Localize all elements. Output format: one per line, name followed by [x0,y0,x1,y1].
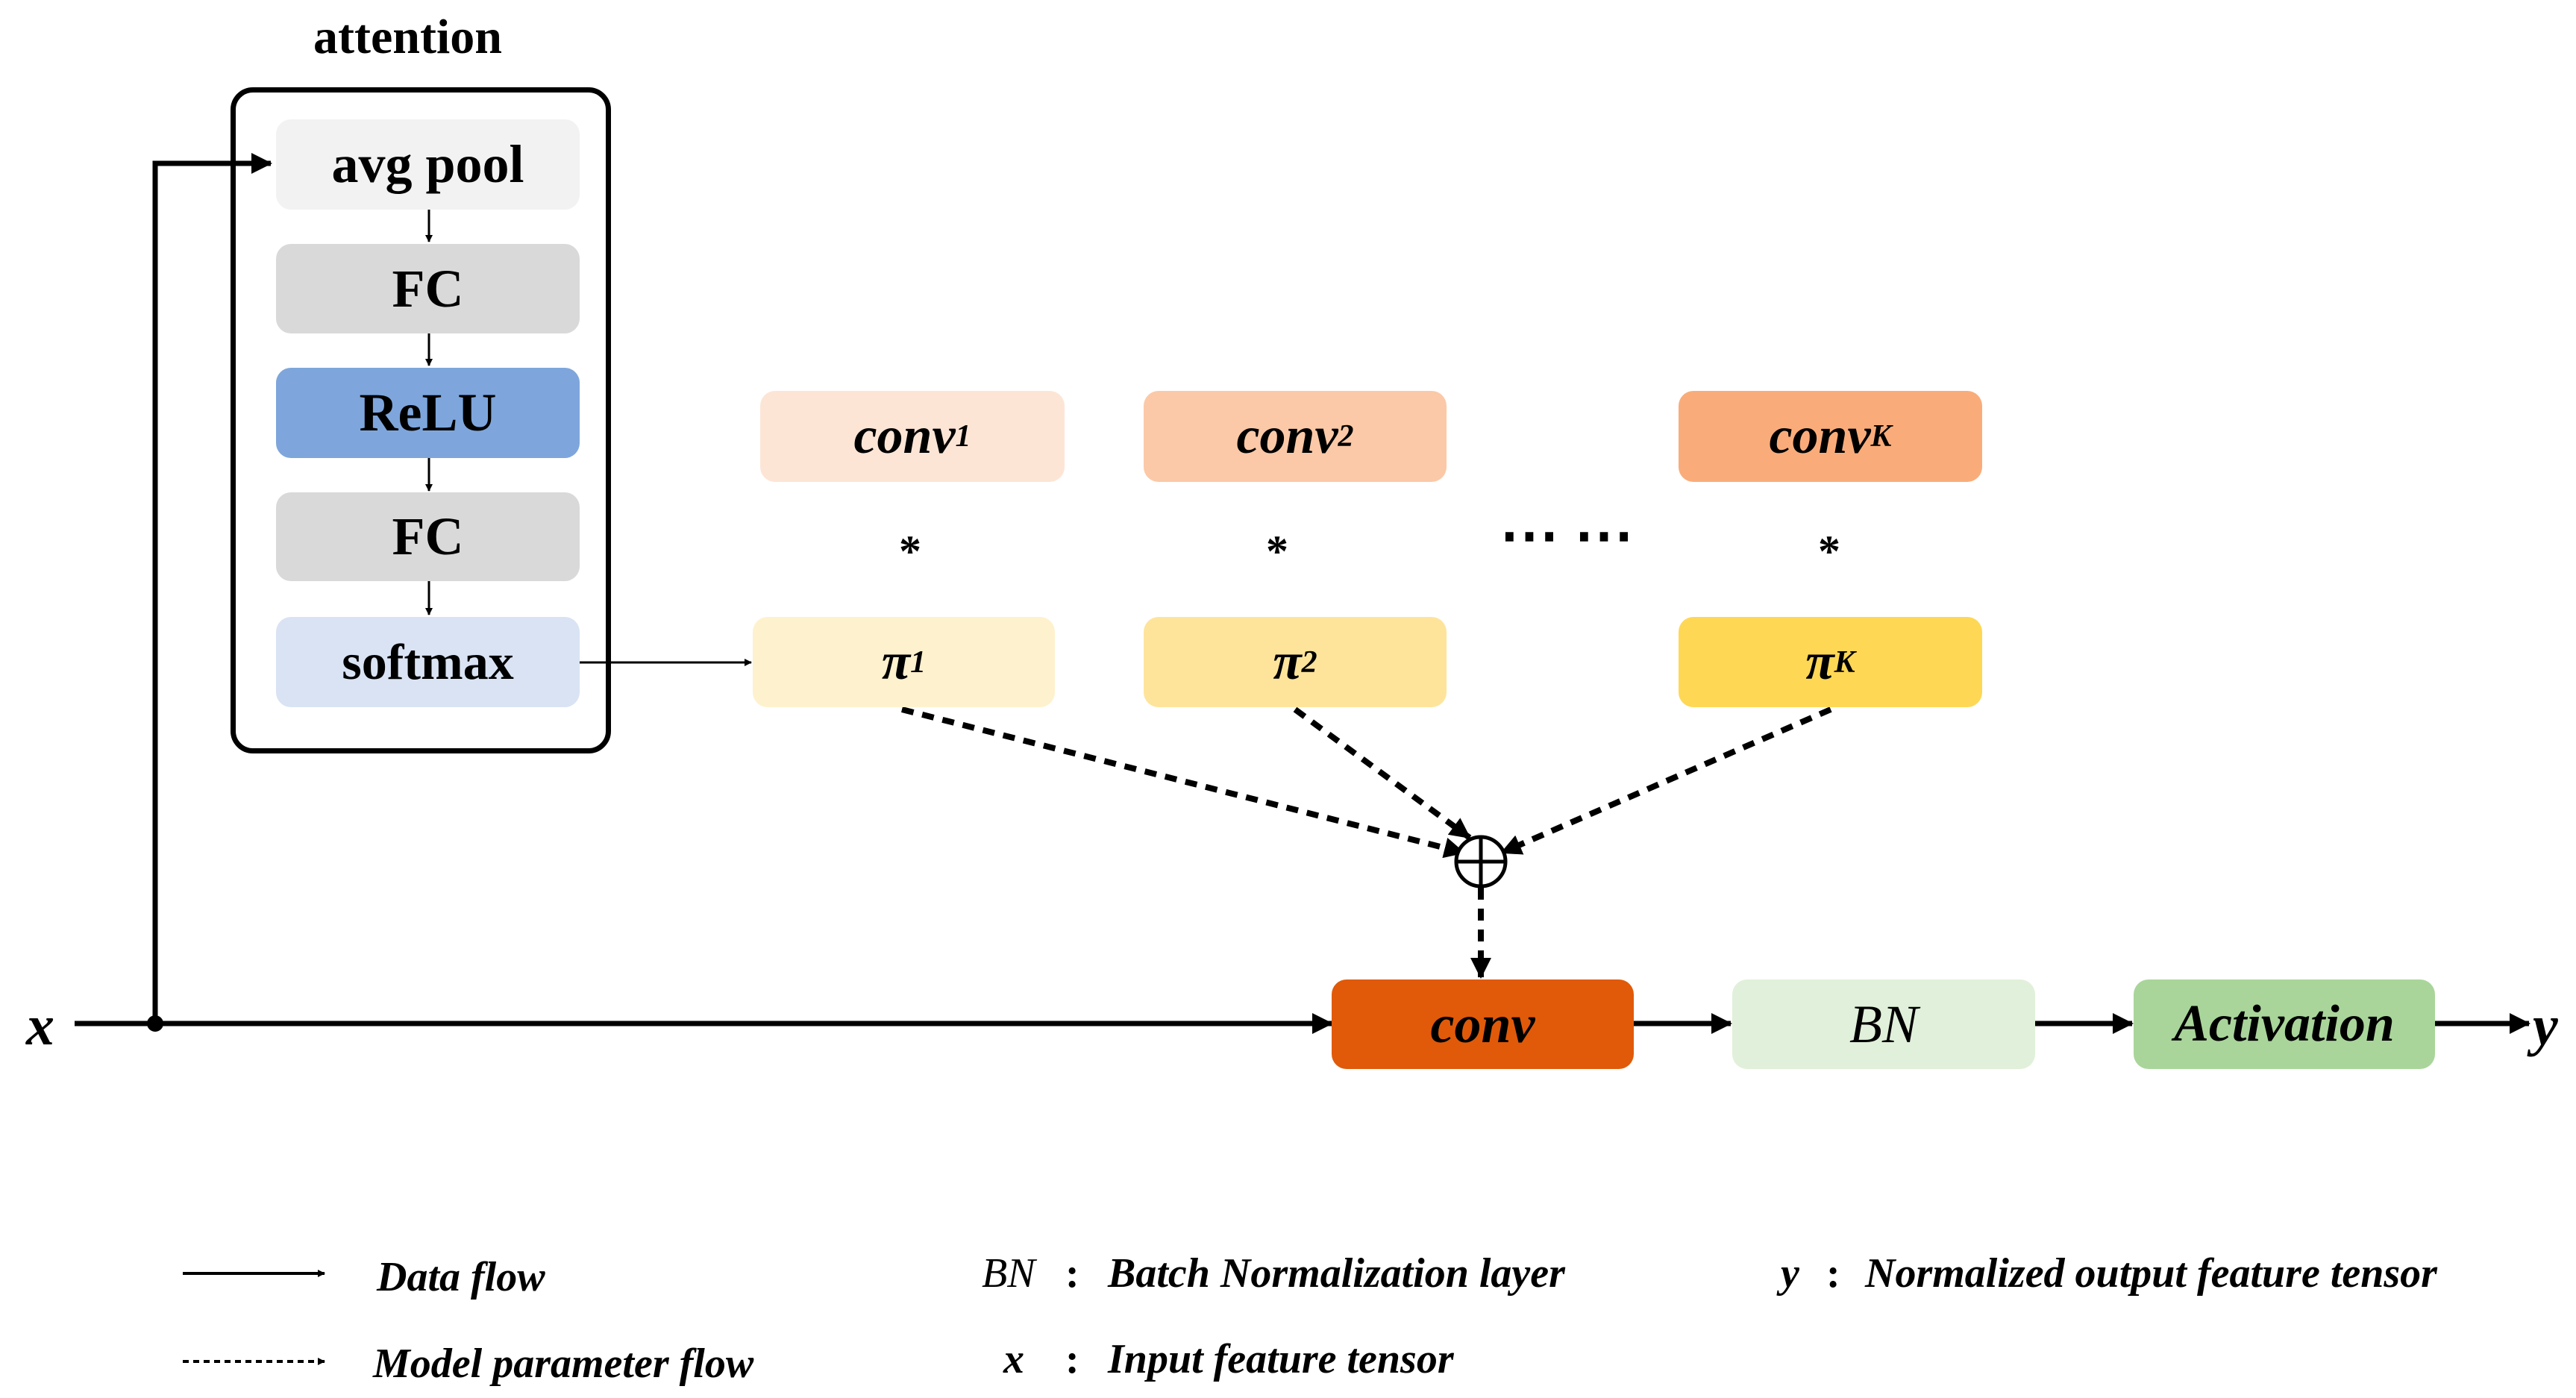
output-y-label: y [2533,994,2558,1057]
ellipsis: ⋯ ⋯ [1499,503,1634,568]
fc-block-2[interactable]: FC [276,492,580,581]
legend-bn-sep: : [1065,1250,1079,1297]
multiply-star-k: * [1818,527,1840,576]
legend-x-desc: Input feature tensor [1108,1336,1454,1382]
dynamic-conv-block[interactable]: conv [1332,979,1634,1069]
input-x-label: x [26,994,54,1057]
multiply-star-1: * [899,527,921,576]
multiply-star-2: * [1266,527,1288,576]
relu-block[interactable]: ReLU [276,368,580,458]
legend-x-sep: : [1065,1336,1079,1382]
activation-block[interactable]: Activation [2134,979,2435,1069]
legend-x-key: x [1003,1336,1024,1382]
legend-bn-key: BN [982,1250,1035,1297]
legend-y-sep: : [1826,1250,1840,1297]
legend-param-flow-label: Model parameter flow [373,1341,754,1387]
fc-block-1[interactable]: FC [276,244,580,333]
bn-block[interactable]: BN [1732,979,2035,1069]
oplus-icon [1454,835,1508,888]
legend-data-flow-label: Data flow [377,1254,545,1300]
avg-pool-block[interactable]: avg pool [276,119,580,210]
attention-title: attention [313,10,502,64]
legend-bn-desc: Batch Normalization layer [1108,1250,1565,1297]
softmax-block[interactable]: softmax [276,617,580,707]
attention-frame [231,87,611,753]
legend-y-key: y [1781,1250,1799,1297]
legend-y-desc: Normalized output feature tensor [1865,1250,2437,1297]
